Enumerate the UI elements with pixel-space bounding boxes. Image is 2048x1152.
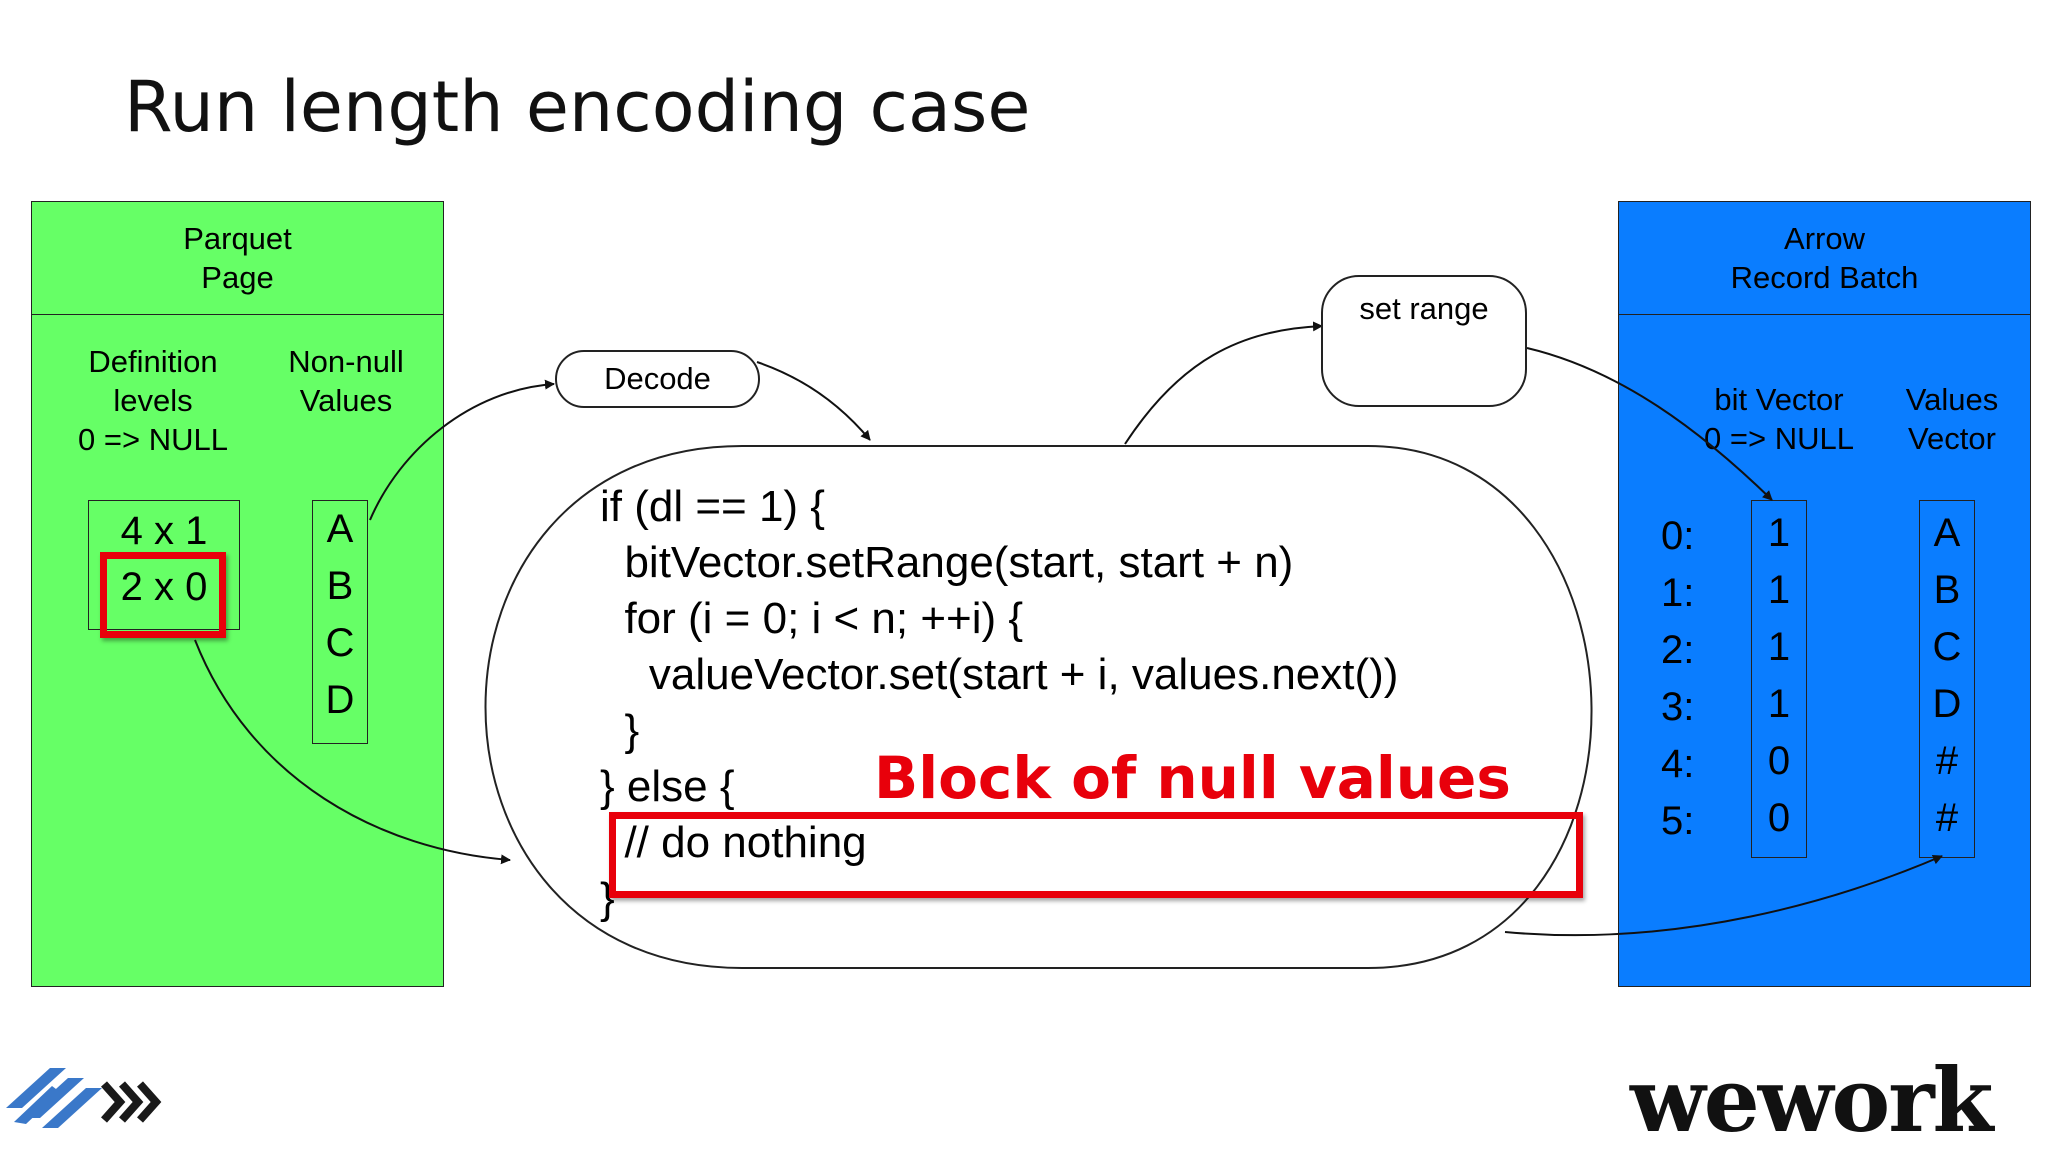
arrow-null-run-to-else — [194, 639, 511, 865]
code-line-6: } else { — [600, 762, 735, 811]
vec-value-0: A — [1933, 511, 1961, 555]
values-vector-line-1: Values — [1905, 382, 1999, 417]
code-line-5: } — [600, 706, 640, 755]
code-line-4: valueVector.set(start + i, values.next()… — [600, 650, 1399, 699]
bit-2: 1 — [1767, 625, 1791, 669]
vec-value-5: # — [1935, 796, 1959, 840]
parquet-page-panel: Parquet Page Definition levels 0 => NULL… — [31, 201, 444, 987]
index-0: 0: — [1661, 514, 1695, 558]
run-lengths-box: 4 x 1 2 x 0 — [88, 500, 240, 630]
null-block-annotation: Block of null values — [874, 744, 1511, 812]
values-vector-line-2: Vector — [1908, 421, 1996, 456]
bit-vector-line-1: bit Vector — [1714, 382, 1844, 417]
vec-value-3: D — [1932, 682, 1962, 726]
slide-title: Run length encoding case — [124, 66, 1031, 148]
non-null-line-2: Values — [299, 383, 393, 418]
arrow-code-to-values-vector — [1504, 854, 1943, 937]
parquet-header-line-1: Parquet — [183, 221, 292, 256]
definition-levels-line-1: Definition — [88, 344, 218, 379]
arrow-header-line-2: Record Batch — [1730, 260, 1919, 295]
value-a: A — [326, 507, 354, 551]
run-entry-4x1: 4 x 1 — [120, 509, 208, 553]
index-2: 2: — [1661, 628, 1695, 672]
index-3: 3: — [1661, 685, 1695, 729]
value-b: B — [326, 564, 354, 608]
bit-5: 0 — [1767, 796, 1791, 840]
arrow-code-to-set-range — [1124, 321, 1323, 445]
index-5: 5: — [1661, 799, 1695, 843]
bit-1: 1 — [1767, 568, 1791, 612]
code-line-2: bitVector.setRange(start, start + n) — [600, 538, 1294, 587]
code-line-1: if (dl == 1) { — [600, 482, 826, 531]
values-vector-label: Values Vector — [1887, 380, 2017, 458]
non-null-values-box: A B C D — [312, 500, 368, 744]
vec-value-4: # — [1935, 739, 1959, 783]
wework-logo: wework — [1630, 1048, 1994, 1152]
set-range-step: set range — [1321, 275, 1527, 407]
arrow-decode-to-code — [756, 361, 871, 441]
company-chevron-logo-icon — [6, 1068, 162, 1128]
run-entry-2x0: 2 x 0 — [120, 565, 208, 609]
arrow-header-line-1: Arrow — [1784, 221, 1865, 256]
bit-vector-box: 1 1 1 1 0 0 — [1751, 500, 1807, 858]
index-1: 1: — [1661, 571, 1695, 615]
parquet-panel-header: Parquet Page — [32, 202, 443, 315]
code-block-outline — [484, 445, 1593, 969]
definition-levels-line-2: levels — [113, 383, 193, 418]
arrow-panel-header: Arrow Record Batch — [1619, 202, 2030, 315]
arrow-set-range-to-bits — [1526, 347, 1773, 501]
definition-levels-label: Definition levels 0 => NULL — [48, 342, 258, 459]
values-vector-box: A B C D # # — [1919, 500, 1975, 858]
code-line-3: for (i = 0; i < n; ++i) { — [600, 594, 1024, 643]
value-c: C — [325, 621, 355, 665]
bit-4: 0 — [1767, 739, 1791, 783]
vec-value-1: B — [1933, 568, 1961, 612]
code-line-7: // do nothing — [600, 818, 867, 867]
decode-step: Decode — [555, 350, 760, 408]
bit-0: 1 — [1767, 511, 1791, 555]
arrow-record-batch-panel: Arrow Record Batch bit Vector 0 => NULL … — [1618, 201, 2031, 987]
non-null-values-label: Non-null Values — [266, 342, 426, 420]
null-run-highlight — [100, 552, 226, 638]
index-4: 4: — [1661, 742, 1695, 786]
bit-3: 1 — [1767, 682, 1791, 726]
non-null-line-1: Non-null — [288, 344, 404, 379]
bit-vector-line-2: 0 => NULL — [1704, 421, 1854, 456]
parquet-header-line-2: Page — [201, 260, 274, 295]
vec-value-2: C — [1932, 625, 1962, 669]
definition-levels-line-3: 0 => NULL — [78, 422, 228, 457]
do-nothing-highlight — [609, 812, 1583, 898]
arrow-values-to-decode — [369, 379, 555, 521]
value-d: D — [325, 678, 355, 722]
bit-vector-label: bit Vector 0 => NULL — [1679, 380, 1879, 458]
